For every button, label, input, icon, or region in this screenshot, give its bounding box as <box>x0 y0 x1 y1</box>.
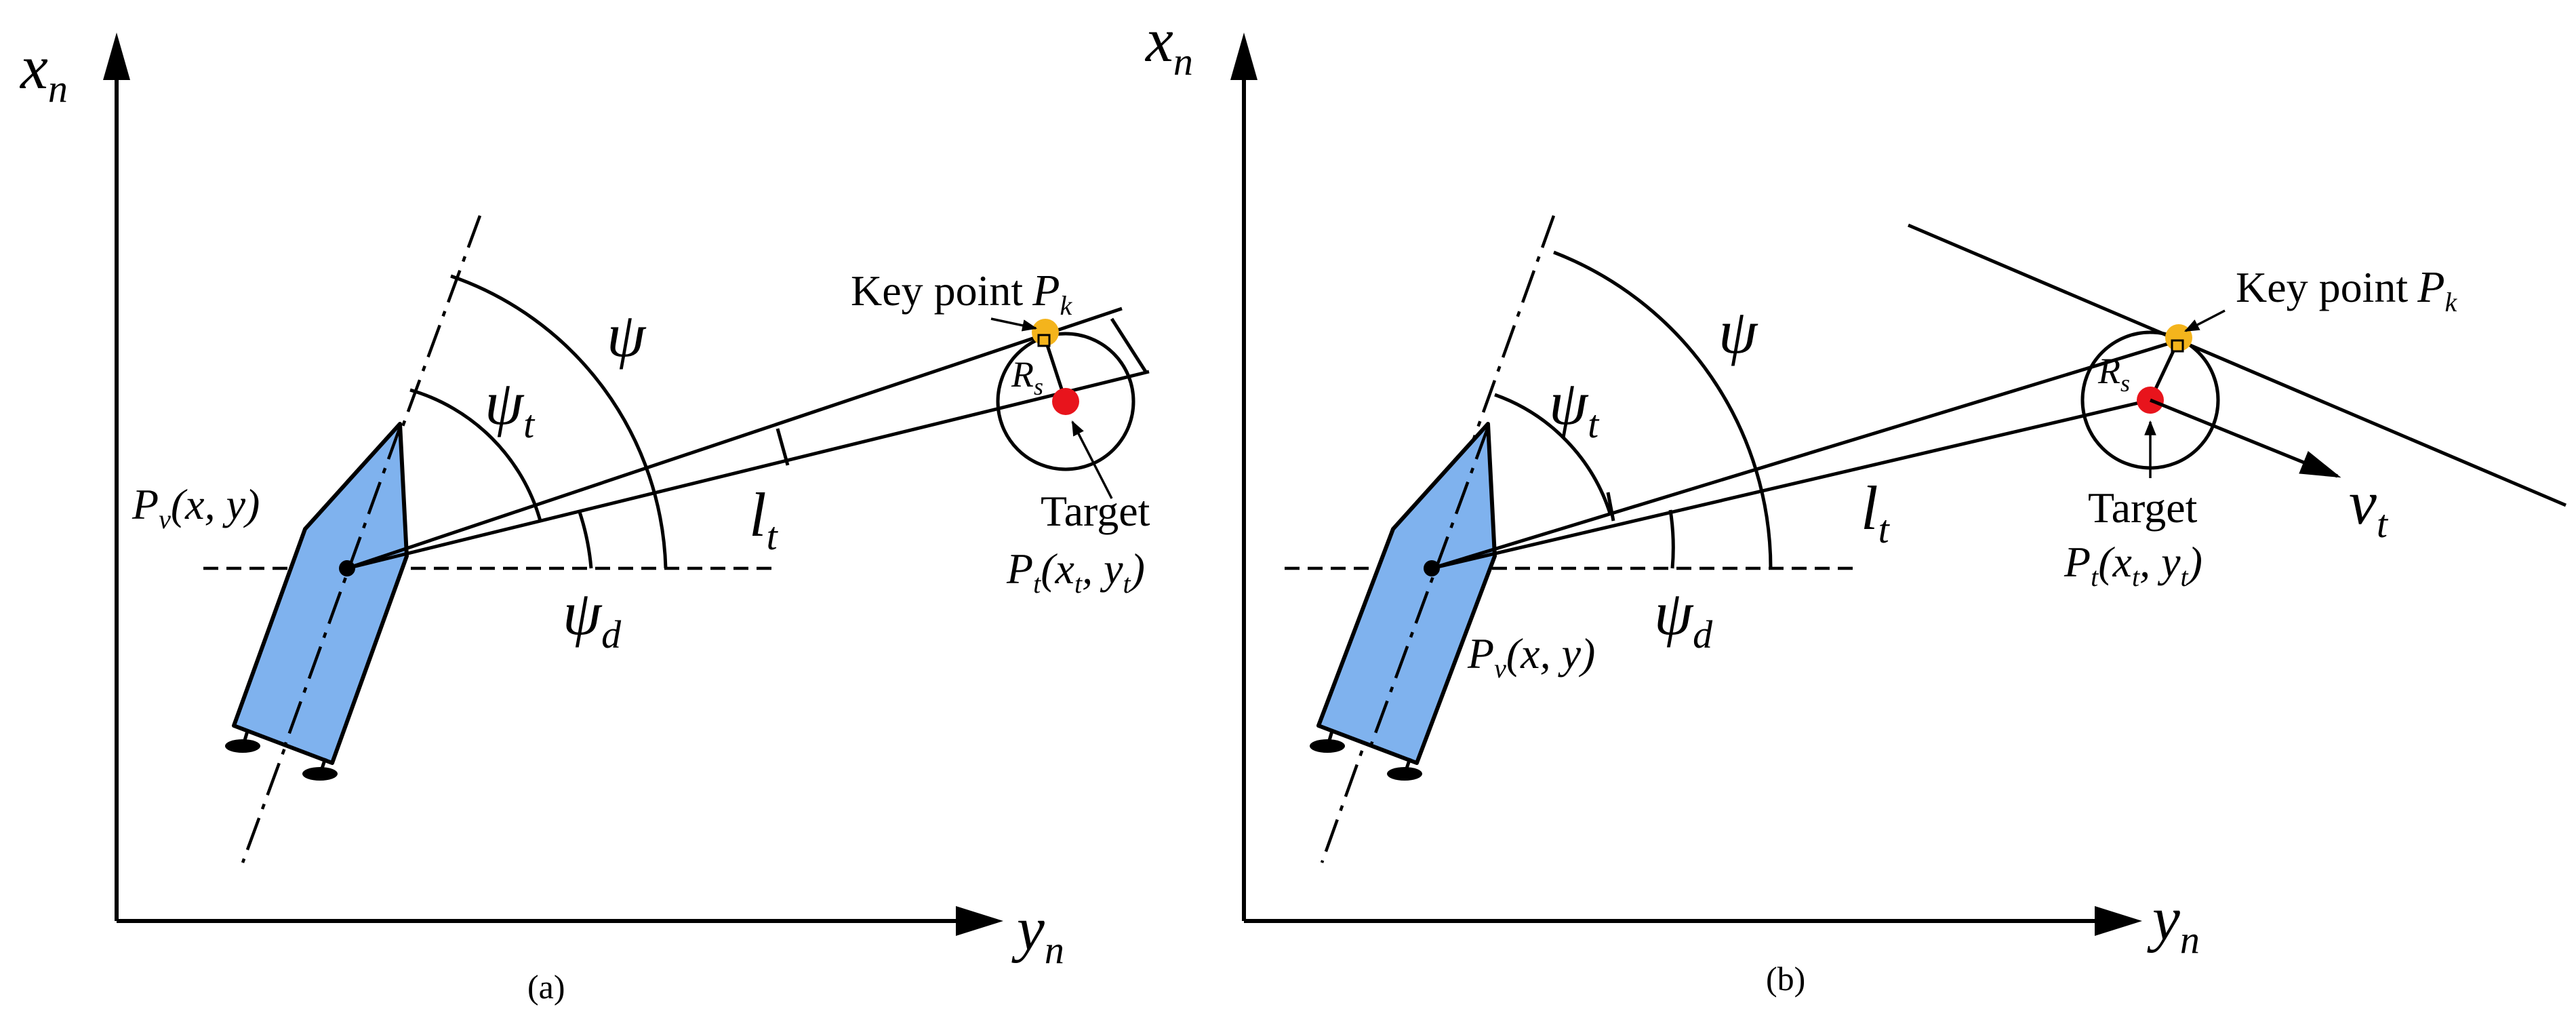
panel-b-right-angle-marker <box>2171 339 2184 353</box>
panel-b-vessel-hull <box>1316 422 1497 765</box>
panel-a-los-length-tick <box>776 428 790 466</box>
panel-b-angle-desired-arc <box>1668 509 1675 569</box>
panel-b-heading-line <box>1320 215 1556 863</box>
panel-b-los-target-line <box>1431 398 2151 570</box>
panel-b: xn yn <box>1144 5 2567 998</box>
panel-a-key-point-arrow <box>990 317 1038 332</box>
panel-a-x-axis-label: xn <box>19 33 68 111</box>
panel-b-x-axis-label: xn <box>1144 5 1193 83</box>
panel-a-angle-desired-arc <box>578 511 593 569</box>
panel-a-caption: (a) <box>527 968 565 1006</box>
panel-a-y-axis-arrowhead <box>956 906 1003 936</box>
panel-b-target-velocity-label: vt <box>2349 468 2389 546</box>
panel-a-right-angle-marker <box>1037 334 1051 347</box>
panel-a-vessel <box>225 422 409 781</box>
panel-a-angle-desired-label: ψd <box>563 578 622 656</box>
panel-a-radius-label: Rs <box>1011 354 1043 400</box>
panel-b-target-position-label: Pt(xt, yt) <box>2064 538 2202 592</box>
panel-a-angle-heading-arc <box>450 274 668 569</box>
panel-b-los-keypoint-line <box>1431 338 2179 570</box>
panel-a-axes <box>103 33 1003 936</box>
panel-a-los-keypoint-line <box>346 307 1123 570</box>
panel-a-key-point <box>1032 319 1059 346</box>
panel-b-vessel-propeller-right <box>1387 758 1422 781</box>
panel-b-y-axis-arrowhead <box>2095 906 2142 936</box>
panel-a-los-length-label: lt <box>749 480 779 558</box>
panel-a: xn yn <box>19 33 1150 1006</box>
panel-a-angle-target-arc <box>409 388 542 522</box>
panel-b-angle-heading-label: ψ <box>1718 297 1758 366</box>
panel-a-y-axis-label: yn <box>1011 894 1064 972</box>
panel-a-angle-heading-label: ψ <box>607 300 647 370</box>
panel-b-target-velocity-arrow <box>2150 398 2341 478</box>
panel-b-vessel-position-label: Pv(x, y) <box>1467 629 1595 684</box>
panel-a-vessel-position-label: Pv(x, y) <box>132 480 260 534</box>
panel-a-target-arrow <box>1071 420 1113 499</box>
panel-b-vessel-propeller-left <box>1310 730 1345 753</box>
panel-b-target-label: Target <box>2088 484 2198 532</box>
panel-b-angle-target-arc <box>1494 393 1613 516</box>
panel-b-angle-heading-arc <box>1553 250 1773 569</box>
panel-b-tangent-line <box>1908 223 2567 507</box>
panel-b-axes <box>1230 33 2142 936</box>
panel-b-y-axis-label: yn <box>2147 884 2200 962</box>
panel-a-vessel-hull <box>232 422 409 765</box>
panel-a-vessel-propeller-right <box>302 758 338 781</box>
panel-b-vessel <box>1310 422 1497 781</box>
panel-b-caption: (b) <box>1766 960 1805 998</box>
panel-b-angle-desired-label: ψd <box>1654 578 1713 656</box>
panel-a-safety-circle <box>996 332 1135 471</box>
panel-b-radius-label: Rs <box>2097 351 2130 397</box>
panel-b-key-point-arrow <box>2184 309 2226 332</box>
panel-b-angle-target-label: ψt <box>1549 368 1600 446</box>
panel-a-x-axis-arrowhead <box>103 33 130 80</box>
panel-b-los-length-tick <box>1606 492 1615 522</box>
panel-a-target-point <box>1052 388 1079 415</box>
panel-a-target-label: Target <box>1041 487 1150 535</box>
panel-a-vessel-propeller-left <box>225 730 260 753</box>
panel-a-target-position-label: Pt(xt, yt) <box>1006 545 1145 599</box>
panel-b-x-axis-arrowhead <box>1230 33 1257 80</box>
panel-b-los-length-label: lt <box>1861 473 1891 551</box>
panel-a-los-target-line <box>346 370 1150 570</box>
panel-a-angle-target-label: ψt <box>485 368 536 446</box>
panel-a-sector-right-boundary <box>1110 317 1148 373</box>
